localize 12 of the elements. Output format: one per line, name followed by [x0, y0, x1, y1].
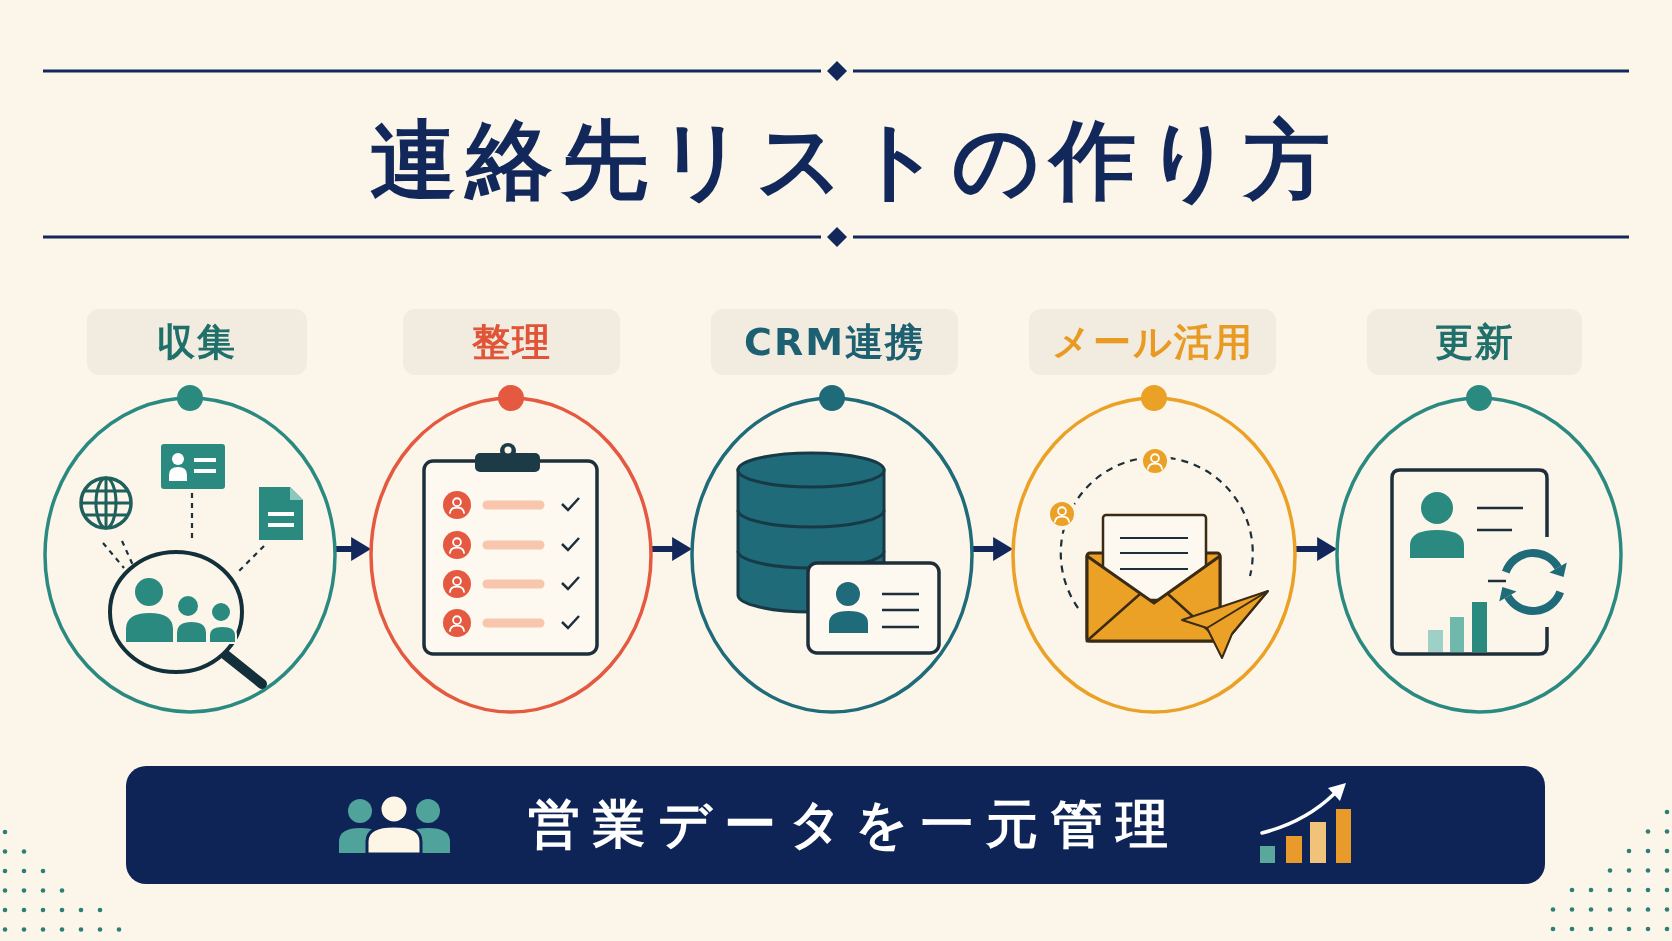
step-label: CRM連携 — [711, 309, 958, 375]
arrow — [971, 537, 1014, 561]
banner-text: 営業データを一元管理 — [527, 795, 1181, 855]
arrow — [334, 537, 372, 561]
step-label: 整理 — [403, 309, 620, 375]
title: 連絡先リストの作り方 — [369, 110, 1340, 210]
step-label: メール活用 — [1029, 309, 1276, 375]
arrow — [1294, 537, 1338, 561]
arrow — [650, 537, 693, 561]
banner — [126, 766, 1545, 884]
step-label: 収集 — [87, 309, 307, 375]
step-label: 更新 — [1367, 309, 1582, 375]
